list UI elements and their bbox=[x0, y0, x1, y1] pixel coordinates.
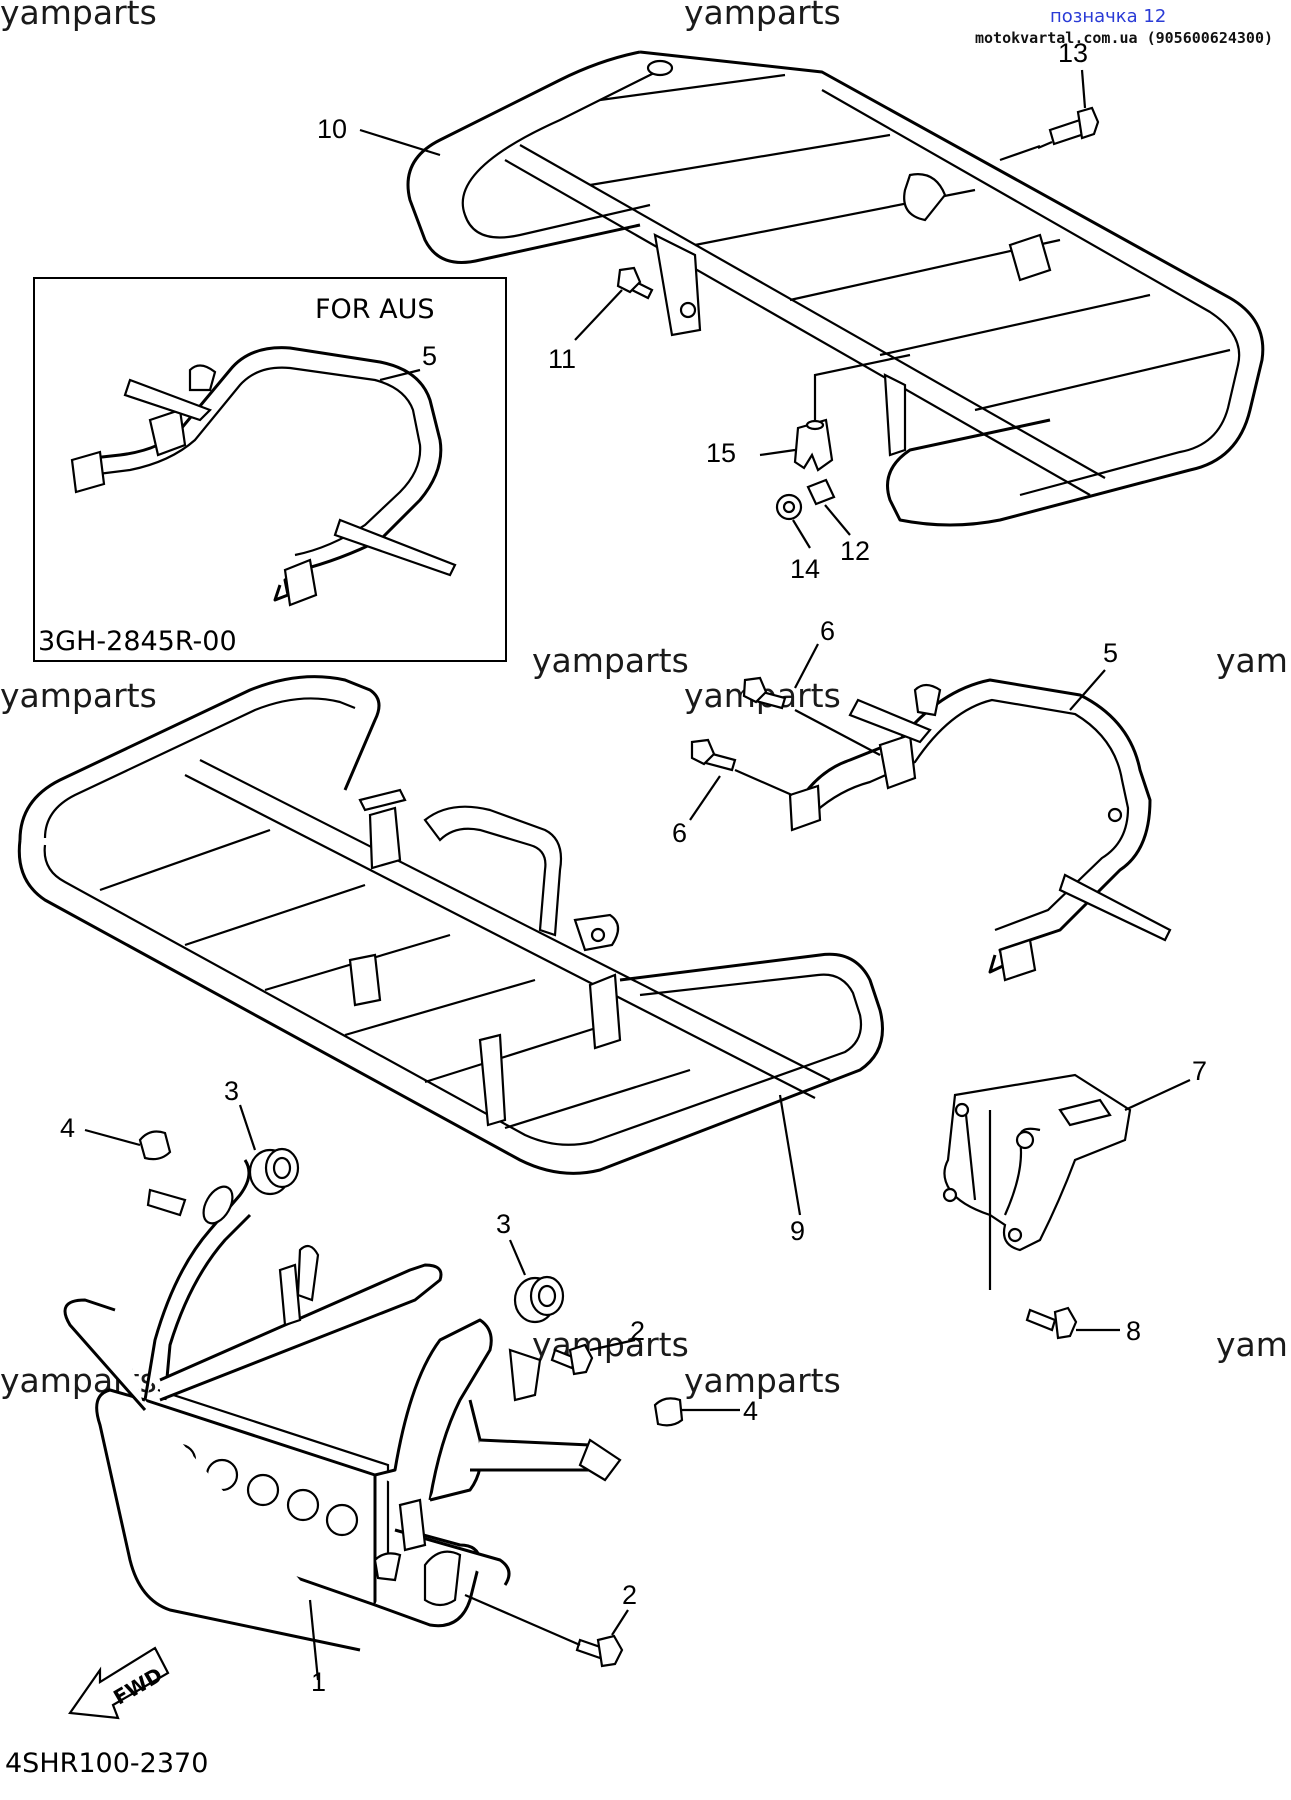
callout-6: 6 bbox=[672, 818, 687, 848]
inset-title: FOR AUS bbox=[315, 294, 435, 325]
front-bumper bbox=[63, 1159, 622, 1652]
leader-line bbox=[359, 128, 441, 157]
callout-4: 4 bbox=[743, 1396, 758, 1426]
callout-1: 1 bbox=[311, 1667, 326, 1697]
header-site: motokvartal.com.ua (905600624300) bbox=[975, 29, 1273, 47]
callout-3: 3 bbox=[224, 1076, 239, 1106]
leader-line bbox=[794, 643, 819, 689]
leader-line bbox=[84, 1128, 141, 1147]
nut-14 bbox=[775, 493, 803, 521]
watermark-short: yam bbox=[1216, 641, 1288, 680]
callout-9: 9 bbox=[790, 1216, 805, 1246]
leader-line bbox=[813, 353, 911, 420]
leader-line bbox=[1069, 669, 1106, 711]
fwd-arrow-icon: FWD bbox=[68, 1646, 170, 1720]
leader-line bbox=[1124, 1079, 1191, 1111]
callout-10: 10 bbox=[317, 114, 347, 144]
guard-5 bbox=[788, 678, 1172, 982]
leader-line bbox=[589, 1338, 636, 1352]
leader-line bbox=[464, 1593, 581, 1647]
inset-box bbox=[33, 277, 507, 662]
watermark: yamparts bbox=[684, 1361, 841, 1400]
damper-3-lower bbox=[513, 1275, 565, 1324]
leader-line bbox=[792, 519, 811, 549]
leader-line bbox=[824, 504, 851, 536]
bolt-11 bbox=[616, 266, 654, 300]
leader-line bbox=[794, 709, 881, 756]
leader-line bbox=[611, 1609, 629, 1636]
leader-line bbox=[508, 1239, 527, 1276]
leader-line bbox=[689, 775, 721, 821]
leader-line bbox=[734, 768, 793, 797]
leader-line bbox=[759, 448, 796, 457]
leader-line bbox=[999, 144, 1041, 162]
bolt-2-upper bbox=[550, 1343, 594, 1376]
callout-4: 4 bbox=[60, 1113, 75, 1143]
inset-guard-5 bbox=[70, 346, 457, 607]
callout-6: 6 bbox=[820, 616, 835, 646]
leader-line bbox=[238, 1104, 257, 1151]
leader-line bbox=[574, 289, 623, 341]
diagram-code: 4SHR100-2370 bbox=[5, 1748, 208, 1779]
callout-3: 3 bbox=[496, 1209, 511, 1239]
callout-2: 2 bbox=[630, 1316, 645, 1346]
leader-line bbox=[308, 1599, 320, 1681]
callout-5: 5 bbox=[1103, 638, 1118, 668]
callout-13: 13 bbox=[1058, 38, 1088, 68]
damper-3-upper bbox=[248, 1147, 300, 1196]
callout-11: 11 bbox=[548, 344, 576, 374]
cap-4-upper bbox=[138, 1130, 172, 1161]
inset-callout-5: 5 bbox=[422, 341, 437, 371]
bolt-6-lower bbox=[690, 738, 737, 772]
leader-line bbox=[778, 1094, 802, 1216]
collar-12 bbox=[806, 478, 836, 506]
leader-line bbox=[1080, 69, 1087, 109]
callout-15: 15 bbox=[706, 438, 736, 468]
clip-15 bbox=[793, 418, 834, 472]
watermark: yamparts bbox=[0, 0, 157, 32]
bolt-13 bbox=[1037, 106, 1100, 150]
bracket-7 bbox=[942, 1073, 1132, 1252]
rear-carrier bbox=[406, 50, 1265, 527]
callout-14: 14 bbox=[790, 554, 820, 584]
bolt-6-upper bbox=[742, 676, 787, 710]
callout-8: 8 bbox=[1126, 1316, 1141, 1346]
watermark: yamparts bbox=[532, 641, 689, 680]
watermark: yamparts bbox=[0, 676, 157, 715]
front-carrier bbox=[17, 675, 884, 1175]
leader-line bbox=[379, 368, 421, 382]
cap-4-lower bbox=[653, 1397, 684, 1427]
bolt-8 bbox=[1025, 1306, 1078, 1340]
callout-12: 12 bbox=[840, 536, 870, 566]
callout-2: 2 bbox=[622, 1580, 637, 1610]
watermark: yamparts bbox=[684, 0, 841, 32]
header-badge: позначка 12 bbox=[1050, 6, 1166, 27]
inset-part-code: 3GH-2845R-00 bbox=[38, 626, 237, 657]
bolt-2-lower bbox=[575, 1634, 624, 1668]
watermark-short: yam bbox=[1216, 1325, 1288, 1364]
callout-7: 7 bbox=[1192, 1056, 1207, 1086]
